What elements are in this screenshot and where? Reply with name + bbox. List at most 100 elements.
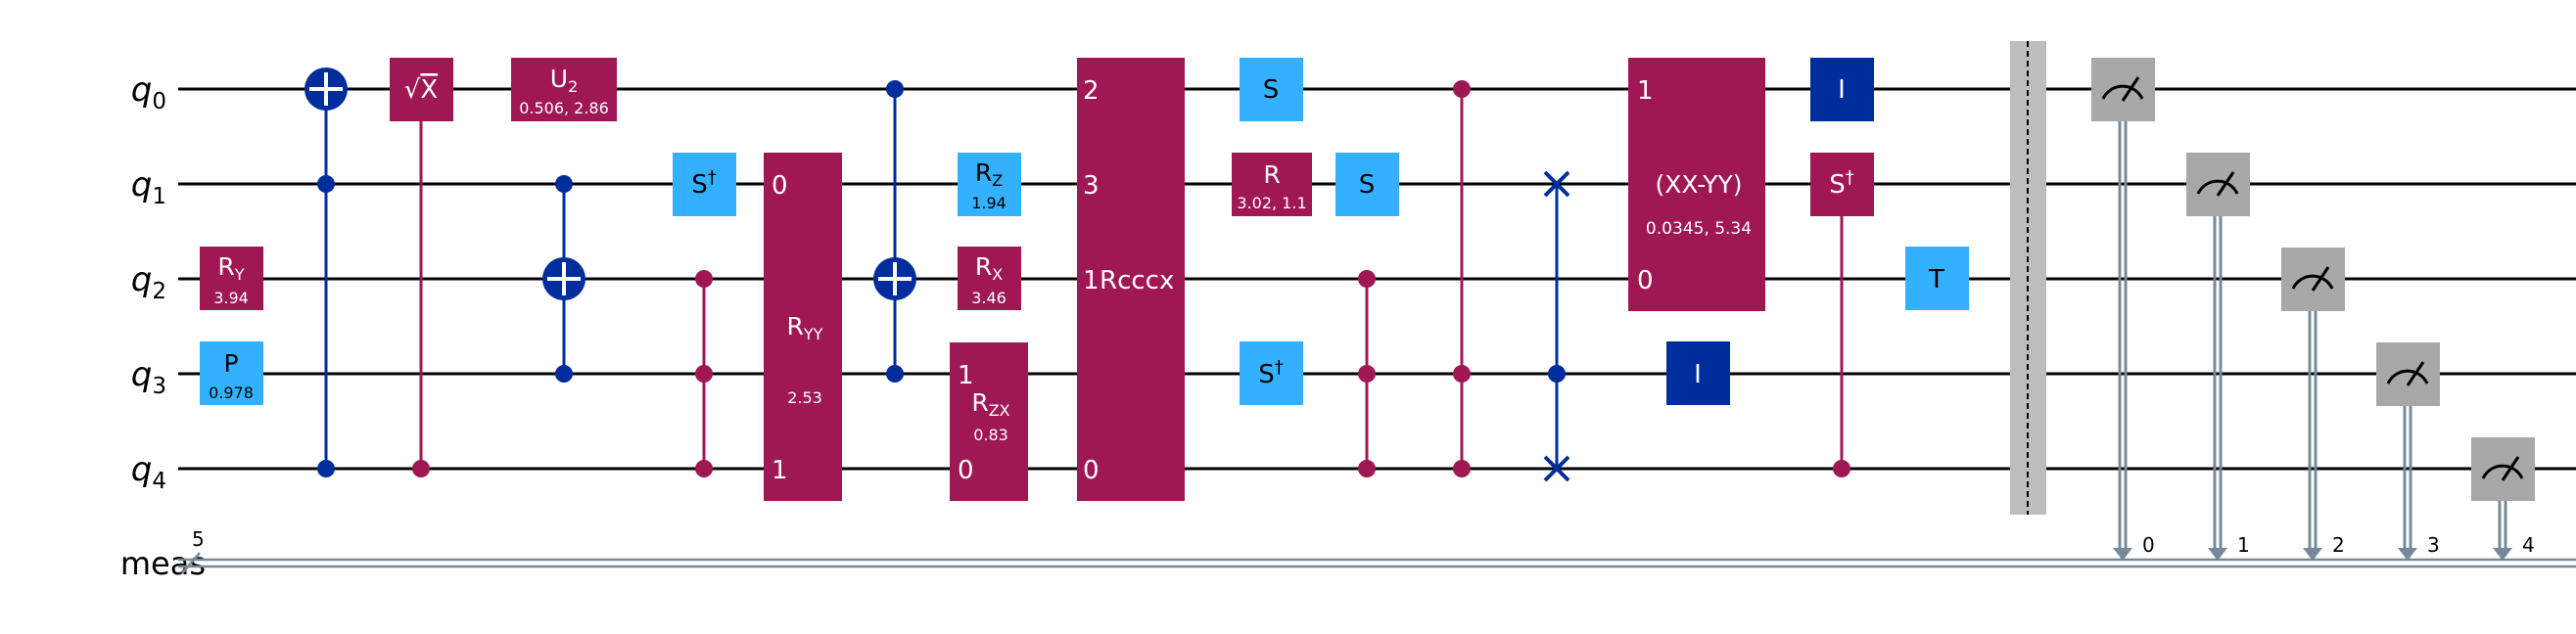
csdg-gate: S† xyxy=(1810,153,1874,477)
ccz1-dot-q4 xyxy=(695,460,713,477)
id2-gate-box xyxy=(1666,341,1730,405)
p-gate-box xyxy=(200,341,263,405)
cnot-gate-3 xyxy=(873,80,916,383)
s1-gate-label: S xyxy=(1263,75,1280,105)
meter-icon xyxy=(2101,84,2144,100)
cnot-gate-1 xyxy=(304,68,348,477)
r-gate-box xyxy=(1232,153,1312,216)
ryy-port-top: 0 xyxy=(772,171,788,201)
measure-arrow xyxy=(2398,548,2417,561)
r-gate-label: R xyxy=(1263,160,1280,189)
sdg-gate-2: S† xyxy=(1240,341,1303,405)
r-gate: R 3.02, 1.1 xyxy=(1232,153,1312,216)
rz-gate-box xyxy=(958,153,1021,216)
ccz2-dot-q2 xyxy=(1358,270,1376,288)
classical-wire xyxy=(178,552,2576,574)
ccz2-dot-q3 xyxy=(1358,365,1376,383)
cnot1-target-plus xyxy=(309,72,343,106)
xxyy-gate-param: 0.0345, 5.34 xyxy=(1646,219,1752,239)
cnot1-control-q4 xyxy=(317,460,335,477)
rcccx-port-q2: 1 xyxy=(1083,266,1100,295)
meter-needle xyxy=(2406,361,2425,386)
cswap-control-q3 xyxy=(1548,365,1566,383)
ryy-gate-box xyxy=(764,153,842,501)
rzx-port-bottom: 0 xyxy=(958,456,974,485)
measure-box xyxy=(2186,153,2250,216)
meter-icon xyxy=(2386,369,2429,385)
measure-box xyxy=(2376,342,2440,406)
sdg3-gate-label: S† xyxy=(1829,167,1854,200)
id1-gate-box xyxy=(1810,58,1874,121)
register-labels: q0 q1 q2 q3 q4 meas xyxy=(120,70,206,582)
csx-gate-label: √X xyxy=(404,75,438,105)
ryy-gate: 0 1 RYY 2.53 xyxy=(764,153,842,501)
qubit-label-q3: q3 xyxy=(131,355,166,399)
p-gate-param: 0.978 xyxy=(209,384,254,402)
ccz1-dot-q2 xyxy=(695,270,713,288)
s-gate-1: S xyxy=(1240,58,1303,121)
qubit-label-q2: q2 xyxy=(131,260,166,304)
cswap-cross-q1 xyxy=(1543,170,1570,198)
qubit-label-q4: q4 xyxy=(131,450,166,494)
ccz-gate-3 xyxy=(1453,80,1471,477)
measure-bit-label: 3 xyxy=(2427,533,2440,557)
id2-gate-label: I xyxy=(1694,360,1702,389)
measure-arrow xyxy=(2113,548,2132,561)
rx-gate-param: 3.46 xyxy=(971,289,1007,307)
meter-needle xyxy=(2216,171,2235,197)
measure-bit-label: 4 xyxy=(2522,533,2535,557)
t-gate: T xyxy=(1905,247,1969,310)
ccz3-dot-q3 xyxy=(1453,365,1471,383)
cnot-gate-2 xyxy=(542,175,585,383)
rzx-gate: 1 0 RZX 0.83 xyxy=(950,342,1028,501)
measure-gate-q1: 1 xyxy=(2186,153,2250,561)
measure-arrow xyxy=(2208,548,2227,561)
measure-arrow xyxy=(2303,548,2322,561)
cnot1-control-q1 xyxy=(317,175,335,193)
ry-gate: RY 3.94 xyxy=(200,247,263,310)
rcccx-gate-label: Rcccx xyxy=(1100,266,1174,295)
meter-icon xyxy=(2481,464,2524,479)
rzx-gate-box xyxy=(950,342,1028,501)
meter-icon xyxy=(2291,274,2334,290)
rz-gate-param: 1.94 xyxy=(971,194,1007,212)
cnot2-control-q3 xyxy=(555,365,573,383)
cnot2-control-q1 xyxy=(555,175,573,193)
rx-gate-label: RX xyxy=(975,252,1003,284)
csx-control-q4 xyxy=(412,460,430,477)
ryy-gate-param: 2.53 xyxy=(787,388,822,407)
measure-box xyxy=(2091,58,2155,121)
xxyy-gate-label: (XX-YY) xyxy=(1655,170,1742,199)
csx-gate: √X xyxy=(390,58,453,477)
sdg3-gate-box xyxy=(1810,153,1874,216)
rx-gate-box xyxy=(958,247,1021,310)
u2-gate-label: U2 xyxy=(550,65,579,96)
xxyy-port-top: 1 xyxy=(1637,76,1654,106)
rx-gate: RX 3.46 xyxy=(958,247,1021,310)
u2-gate-box xyxy=(511,58,617,121)
measure-arrow xyxy=(2493,548,2512,561)
id-gate-2: I xyxy=(1666,341,1730,405)
barrier xyxy=(2010,41,2046,515)
r-gate-param: 3.02, 1.1 xyxy=(1237,194,1306,212)
cnot3-control-q0 xyxy=(886,80,904,98)
rcccx-port-q0: 2 xyxy=(1083,76,1100,106)
ccz1-dot-q3 xyxy=(695,365,713,383)
t-gate-box xyxy=(1905,247,1969,310)
s2-gate-label: S xyxy=(1359,170,1376,200)
measure-gate-q4: 4 xyxy=(2471,437,2535,561)
rz-gate: RZ 1.94 xyxy=(958,153,1021,216)
csdg-control-q4 xyxy=(1833,460,1850,477)
measure-gate-q0: 0 xyxy=(2091,58,2155,561)
id-gate-1: I xyxy=(1810,58,1874,121)
ccz-gate-2 xyxy=(1358,270,1376,477)
cnot3-target-plus xyxy=(878,262,912,295)
meter-icon xyxy=(2196,179,2239,195)
rz-gate-label: RZ xyxy=(975,158,1003,190)
sdg1-gate-box xyxy=(673,153,736,216)
measure-gate-q2: 2 xyxy=(2281,248,2345,561)
qubit-label-q0: q0 xyxy=(131,70,166,114)
cnot3-control-q3 xyxy=(886,365,904,383)
